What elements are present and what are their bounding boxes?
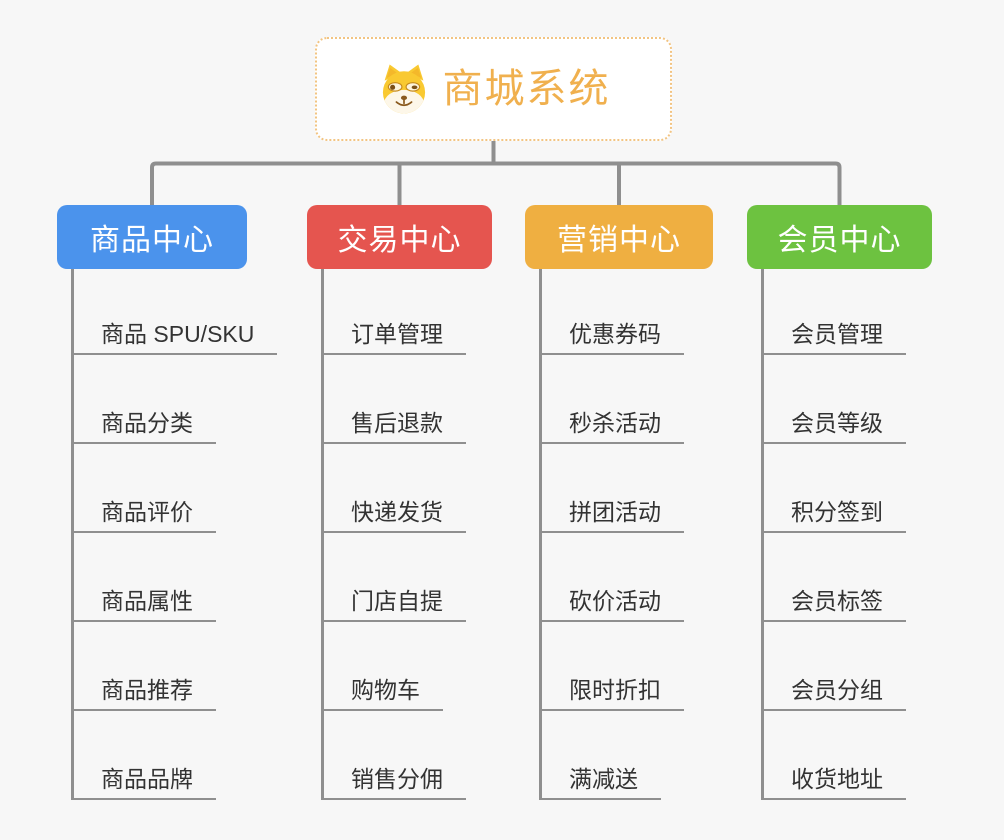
leaf-node[interactable]: 积分签到 (761, 489, 906, 533)
doge-icon (382, 64, 425, 114)
leaf-node[interactable]: 商品品牌 (71, 756, 216, 800)
branch-node-0[interactable]: 商品中心 (57, 205, 247, 269)
root-node[interactable]: 商城系统 (315, 37, 672, 141)
leaf-node[interactable]: 限时折扣 (539, 667, 684, 711)
branch-node-1[interactable]: 交易中心 (307, 205, 492, 269)
leaf-node[interactable]: 售后退款 (321, 400, 466, 444)
leaf-node[interactable]: 商品分类 (71, 400, 216, 444)
leaf-node[interactable]: 会员分组 (761, 667, 906, 711)
leaf-node[interactable]: 门店自提 (321, 578, 466, 622)
branch-node-2[interactable]: 营销中心 (525, 205, 713, 269)
leaf-node[interactable]: 收货地址 (761, 756, 906, 800)
leaf-node[interactable]: 秒杀活动 (539, 400, 684, 444)
leaf-node[interactable]: 商品推荐 (71, 667, 216, 711)
leaf-node[interactable]: 会员等级 (761, 400, 906, 444)
leaf-node[interactable]: 订单管理 (321, 311, 466, 355)
root-title: 商城系统 (442, 67, 611, 111)
leaf-node[interactable]: 商品评价 (71, 489, 216, 533)
leaf-node[interactable]: 购物车 (321, 667, 443, 711)
leaf-node[interactable]: 满减送 (539, 756, 661, 800)
leaf-node[interactable]: 快递发货 (321, 489, 466, 533)
leaf-node[interactable]: 销售分佣 (321, 756, 466, 800)
leaf-node[interactable]: 会员标签 (761, 578, 906, 622)
branch-node-3[interactable]: 会员中心 (747, 205, 932, 269)
leaf-node[interactable]: 拼团活动 (539, 489, 684, 533)
leaf-node[interactable]: 商品属性 (71, 578, 216, 622)
leaf-node[interactable]: 会员管理 (761, 311, 906, 355)
leaf-node[interactable]: 商品 SPU/SKU (71, 311, 278, 355)
leaf-node[interactable]: 优惠券码 (539, 311, 684, 355)
leaf-node[interactable]: 砍价活动 (539, 578, 684, 622)
